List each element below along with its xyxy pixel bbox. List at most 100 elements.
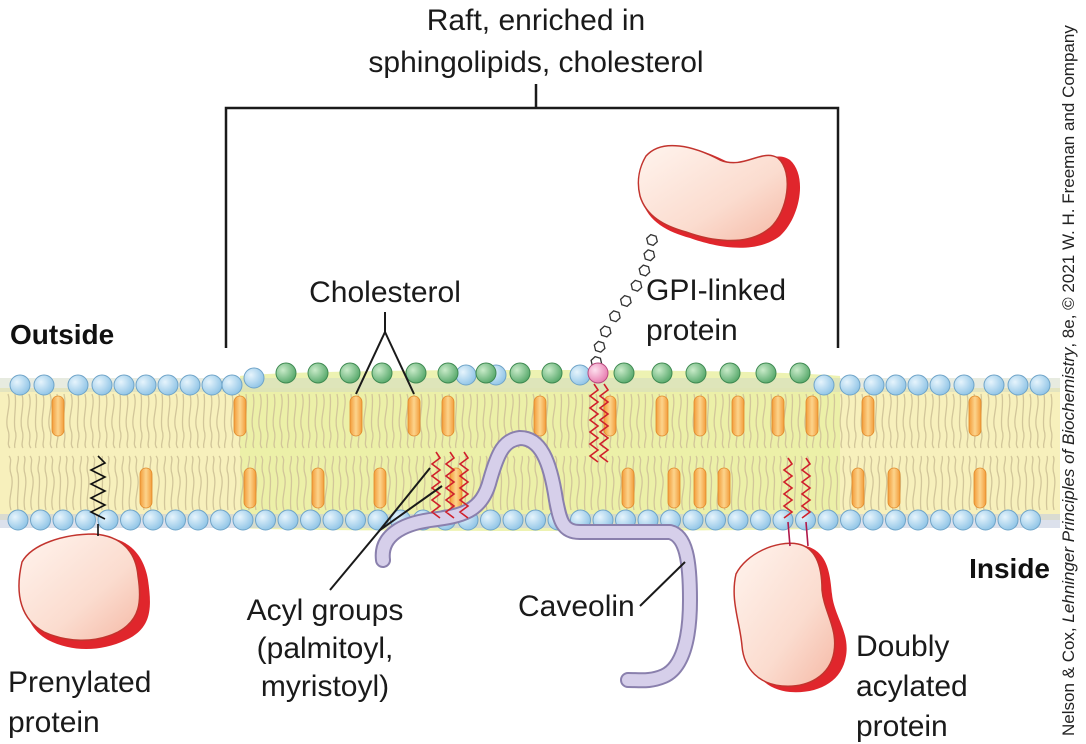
lipid-tail-outer [930,393,935,449]
credit-title: Lehninger Principles of Biochemistry [1059,346,1078,622]
raft-label-line2: sphingolipids, cholesterol [368,46,703,79]
lipid-tail-outer [615,393,620,449]
lipid-tail-outer [944,393,948,449]
lipid-tail-outer [118,393,122,449]
caveolin-label: Caveolin [518,590,635,623]
lipid-tail-outer [874,393,878,449]
lipid-tail-inner [764,455,769,511]
lipid-tail-outer [965,393,969,449]
lipid-tail-outer [321,393,326,449]
glycan-ring [643,249,656,262]
headgroup-blue [135,374,157,396]
lipid-tail-outer [202,393,206,449]
lipid-tail-outer [769,393,773,449]
cholesterol-molecule [693,467,707,509]
credit-prefix: Nelson & Cox, [1059,623,1078,736]
lipid-tail-inner [758,455,762,511]
lipid-tail-outer [398,393,402,449]
lipid-tail-inner [827,455,832,511]
cholesterol-molecule [139,467,153,509]
lipid-tail-outer [559,393,563,449]
headgroup-blue [30,509,51,531]
lipid-tail-outer [41,393,45,449]
lipid-tail-outer [286,393,290,449]
headgroup-blue [930,509,951,531]
lipid-tail-outer [48,393,53,449]
cholesterol-molecule [243,467,257,509]
cholesterol-molecule [887,467,901,509]
headgroup-blue [569,364,591,386]
lipid-tail-outer [188,393,192,449]
lipid-tail-outer [720,393,725,449]
headgroup-blue [97,509,119,531]
headgroup-blue [750,509,771,531]
lipid-tail-inner [134,455,139,511]
lipid-tail-outer [1007,393,1011,449]
cholesterol-molecule [805,395,819,437]
lipid-tail-outer [454,393,458,449]
headgroup-blue [157,374,179,396]
membrane-bilayer [0,362,1060,531]
prenyl-group-chain [89,455,107,536]
cholesterol-molecule [731,395,745,437]
lipid-tail-inner [848,455,853,511]
lipid-tail-inner [611,455,615,511]
lipid-tail-inner [911,455,916,511]
lipid-tail-inner [113,455,118,511]
glycan-ring [638,264,651,277]
lipid-tail-outer [1021,393,1025,449]
headgroup-blue [817,509,839,531]
lipid-tail-outer [153,393,158,449]
lipid-tail-outer [111,393,116,449]
headgroup-blue [210,509,231,531]
lipid-tail-inner [16,455,20,511]
acyl-label-line2: (palmitoyl, [257,632,394,665]
lipid-tail-outer [552,393,557,449]
lipid-tail-outer [545,393,549,449]
lipid-tail-inner [590,455,594,511]
headgroup-blue [232,509,254,531]
cholesterol-molecule [973,467,987,509]
lipid-tail-inner [953,455,958,511]
glycan-ring [630,279,643,292]
raft-bracket [224,84,840,348]
lipid-tail-outer [174,393,179,449]
lipid-tail-outer [937,393,941,449]
lipid-tail-inner [415,455,419,511]
acyl-link [787,521,791,547]
headgroup-blue [67,374,89,396]
lipid-tail-outer [167,393,171,449]
lipid-tail-inner [191,455,195,511]
lipid-tail-outer [482,393,486,449]
gpi-label-line2: protein [646,314,738,347]
lipid-tail-outer [1035,393,1040,449]
acyl-label-line1: Acyl groups [247,594,404,627]
lipid-tail-outer [755,393,759,449]
headgroup-blue [907,374,929,396]
lipid-tail-inner [947,455,951,511]
lipid-tail-inner [940,455,944,511]
doubly-protein-body [733,542,836,687]
headgroup-blue [7,509,29,531]
lipid-tail-outer [104,393,108,449]
headgroup-blue [179,374,201,396]
acyl-group-chains [430,451,470,519]
headgroup-blue [907,509,929,531]
headgroup-blue [953,374,975,396]
prenylated-protein-body [18,533,141,641]
lipid-tail-outer [146,393,150,449]
gpi-protein-body [637,144,789,242]
lipid-tail-inner [932,455,937,511]
lipid-tail-inner [919,455,923,511]
headgroup-blue [1020,509,1041,531]
lipid-tail-inner [1010,455,1014,511]
lipid-tail-inner [352,455,356,511]
lipid-tail-outer [825,393,830,449]
lipid-tail-outer [76,393,80,449]
lipid-tail-inner [1052,455,1056,511]
lipid-tail-outer [706,393,710,449]
lipid-tail-outer [293,393,297,449]
cholesterol-molecule [233,395,247,437]
lipid-tail-outer [888,393,893,449]
headgroup-blue [75,509,96,531]
